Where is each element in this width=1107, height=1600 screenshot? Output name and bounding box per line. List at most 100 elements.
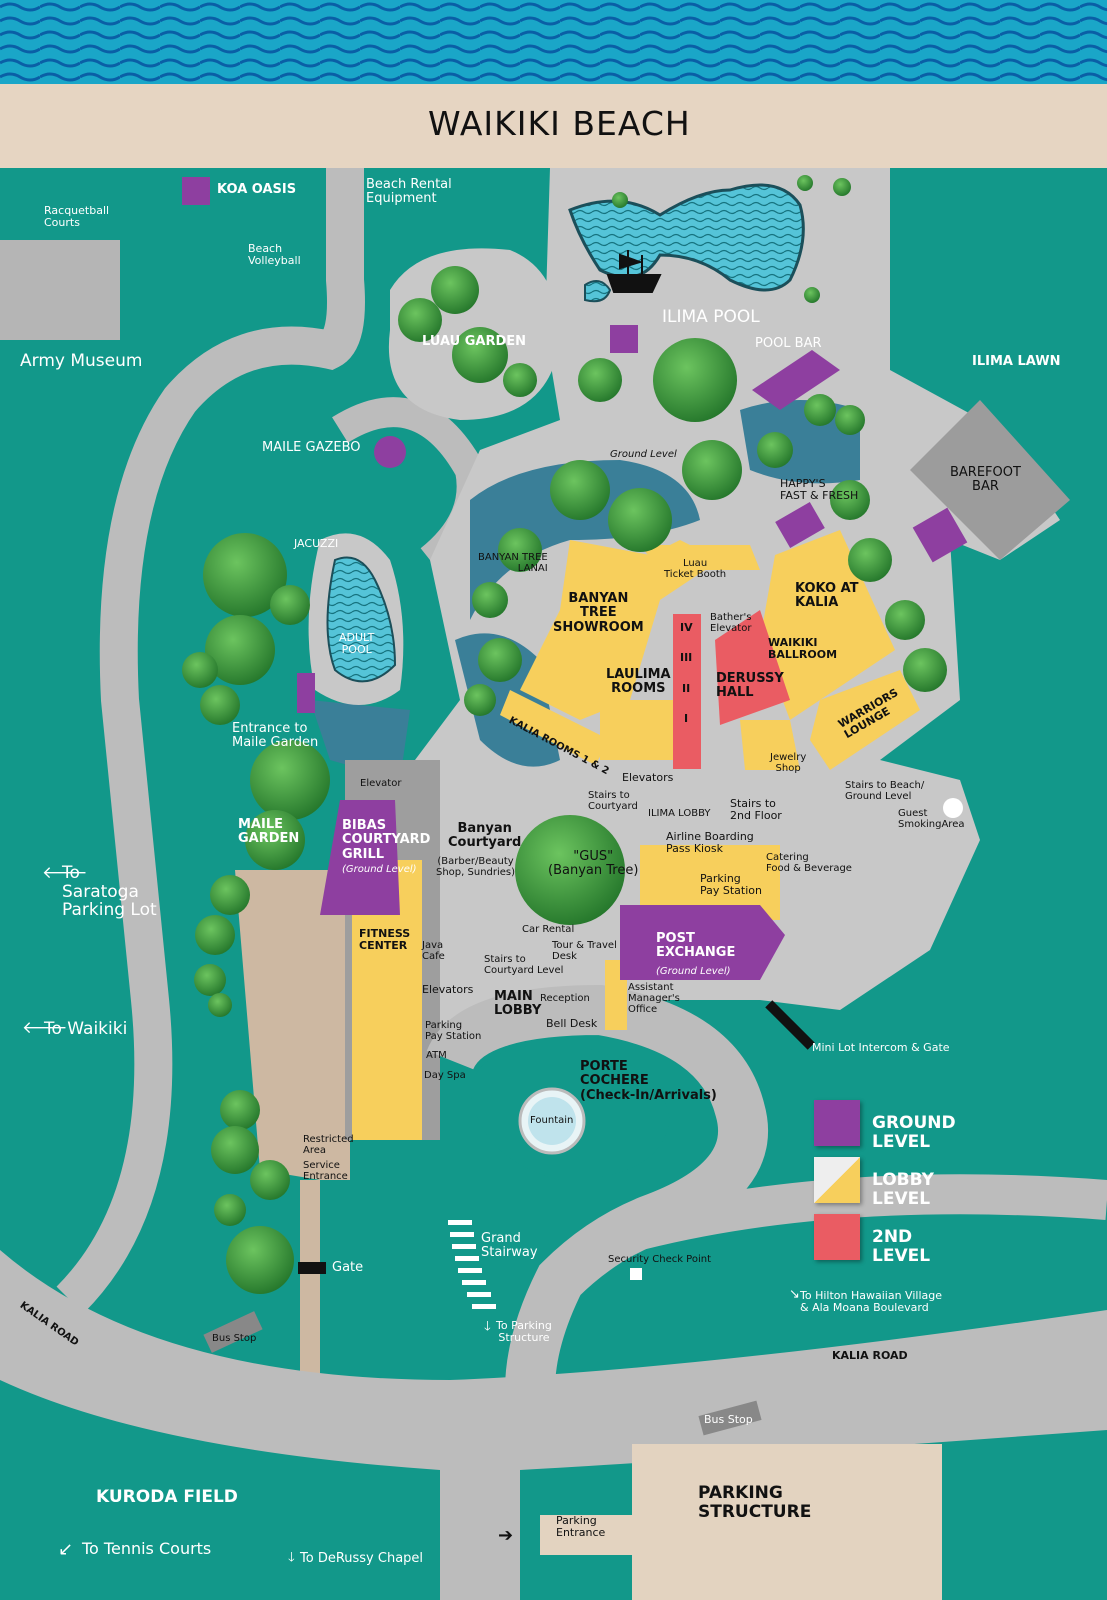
label-banyan-lanai: BANYAN TREE LANAI <box>478 552 548 574</box>
label-ground-level-note: Ground Level <box>610 449 677 460</box>
kalia-road <box>0 1250 1107 1600</box>
label-car-rental: Car Rental <box>522 924 575 935</box>
label-beach-rental: Beach Rental Equipment <box>366 177 452 207</box>
label-java-cafe: Java Cafe <box>422 940 445 962</box>
meeting-rooms-stack <box>673 614 701 769</box>
service-area <box>235 870 350 1390</box>
label-elevator-left: Elevator <box>360 778 402 789</box>
left-walkway <box>56 168 365 1314</box>
small-pool <box>584 280 612 303</box>
arrow-left-icon: 🡐 <box>42 863 88 883</box>
label-bell-desk: Bell Desk <box>546 1017 598 1030</box>
label-to-tennis: To Tennis Courts <box>82 1539 212 1558</box>
label-luau-ticket: Luau Ticket Booth <box>664 558 727 580</box>
label-gate: Gate <box>332 1260 364 1275</box>
koa-oasis-marker <box>182 177 210 205</box>
label-ilima-pool: ILIMA POOL <box>662 307 760 327</box>
label-gus: "GUS" (Banyan Tree) <box>548 849 639 879</box>
label-guest-smoking: Guest SmokingArea <box>898 808 965 830</box>
label-security: Security Check Point <box>608 1254 712 1265</box>
label-stairs-courtyard-level: Stairs to Courtyard Level <box>484 954 564 976</box>
gate-marker <box>298 1262 326 1274</box>
label-room-i: I <box>684 712 689 725</box>
label-kalia-road-right: KALIA ROAD <box>832 1349 908 1362</box>
label-entrance-maile: Entrance to Maile Garden <box>232 721 319 751</box>
label-stairs-2nd: Stairs to 2nd Floor <box>730 797 782 823</box>
grand-stairway <box>448 1220 496 1309</box>
label-mini-lot: Mini Lot Intercom & Gate <box>812 1041 950 1054</box>
label-porte-cochere: PORTE COCHERE (Check-In/Arrivals) <box>580 1059 717 1103</box>
legend-label-ground: GROUND LEVEL <box>872 1113 956 1152</box>
restroom-marker-maile <box>297 673 315 713</box>
pool-bar-building <box>752 350 840 410</box>
label-bibas: BIBAS COURTYARD GRILL <box>342 818 431 862</box>
laulima-building <box>600 700 680 760</box>
ticket-booth-building <box>640 545 760 570</box>
label-derussy: DERUSSY HALL <box>716 671 784 701</box>
label-reception: Reception <box>540 993 590 1004</box>
trees <box>182 175 947 1294</box>
sand-strip <box>0 84 1107 168</box>
restroom-marker-pool <box>610 325 638 353</box>
label-maile-garden: MAILE GARDEN <box>238 817 300 847</box>
airline-kiosk-building <box>640 845 780 920</box>
racquetball-court-block <box>0 240 120 340</box>
label-restricted: Restricted Area <box>303 1134 354 1156</box>
label-barefoot-bar: BAREFOOT BAR <box>950 465 1021 495</box>
label-room-ii: II <box>682 682 691 695</box>
banyan-showroom-building <box>520 540 720 720</box>
label-banyan-courtyard-note: (Barber/Beauty Shop, Sundries) <box>436 856 516 878</box>
arrow-down-left-icon: ↙ <box>58 1539 74 1560</box>
label-maile-gazebo: MAILE GAZEBO <box>262 440 361 455</box>
label-airline: Airline Boarding Pass Kiosk <box>666 830 754 856</box>
label-bus-stop-bottom: Bus Stop <box>704 1413 753 1426</box>
parking-entrance-ramp <box>540 1515 632 1555</box>
warriors-building <box>810 670 920 770</box>
label-happys: HAPPY'S FAST & FRESH <box>780 477 859 503</box>
arrow-left-icon: 🡐 <box>22 1018 68 1038</box>
arrow-down-icon: 🡓 <box>484 1319 491 1334</box>
pirate-ship-icon <box>606 250 662 293</box>
label-adult-pool: ADULT POOL <box>339 631 375 657</box>
label-asst-manager: Assistant Manager's Office <box>628 982 680 1015</box>
maile-gazebo-marker <box>374 436 406 468</box>
label-banyan-courtyard: Banyan Courtyard <box>448 821 522 851</box>
label-stairs-beach: Stairs to Beach/ Ground Level <box>845 780 925 802</box>
post-exchange-building <box>620 905 785 980</box>
legend-label-second: 2ND LEVEL <box>872 1227 931 1266</box>
label-atm: ATM <box>426 1050 447 1061</box>
smoking-area-marker <box>943 798 963 818</box>
kalia-rooms-building <box>500 690 610 765</box>
label-fitness: FITNESS CENTER <box>359 927 411 953</box>
arrow-down-icon: 🡓 <box>288 1550 295 1565</box>
label-fountain: Fountain <box>530 1115 574 1126</box>
label-kuroda: KURODA FIELD <box>96 1487 238 1507</box>
label-service-entrance: Service Entrance <box>303 1160 348 1182</box>
bus-stop-left-plate <box>203 1311 263 1353</box>
label-to-parking-structure: To Parking Structure <box>496 1319 552 1345</box>
label-banyan-showroom: BANYAN TREE SHOWROOM <box>553 591 644 635</box>
legend-swatch-lobby <box>814 1157 860 1203</box>
label-bibas-note: (Ground Level) <box>342 864 417 875</box>
label-koa-oasis: KOA OASIS <box>217 182 297 197</box>
label-main-lobby: MAIN LOBBY <box>494 989 542 1019</box>
adult-pool <box>326 556 397 683</box>
legend-label-lobby: LOBBY LEVEL <box>872 1170 934 1209</box>
bibas-building <box>320 800 400 915</box>
arrow-right-icon: ➔ <box>498 1525 514 1546</box>
label-bathers-elevator: Bather's Elevator <box>710 612 752 634</box>
label-waikiki-ballroom: WAIKIKI BALLROOM <box>768 636 838 662</box>
bus-stop-bottom-plate <box>698 1400 762 1436</box>
label-elevators-top: Elevators <box>622 771 674 784</box>
ocean <box>0 0 1107 84</box>
label-pool-bar: POOL BAR <box>755 336 822 351</box>
label-jacuzzi: JACUZZI <box>294 537 339 550</box>
label-bus-stop-left: Bus Stop <box>212 1333 257 1344</box>
label-parking-pay-top: Parking Pay Station <box>700 872 762 898</box>
happys-building <box>775 502 825 548</box>
jewelry-building <box>740 720 800 770</box>
label-elevators-mid: Elevators <box>422 983 474 996</box>
label-to-waikiki: To Waikiki <box>44 1019 128 1039</box>
label-ilima-lawn: ILIMA LAWN <box>972 354 1061 369</box>
